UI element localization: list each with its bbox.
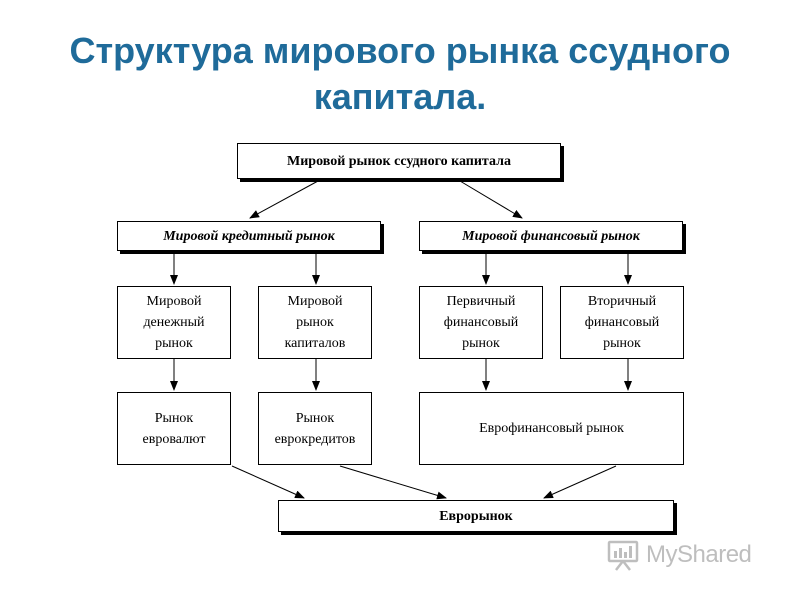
credit-market-box: Мировой кредитный рынок — [117, 221, 381, 251]
capital-market-box: Мировой рынок капиталов — [258, 286, 372, 359]
secondary-market-box: Вторичный финансовый рынок — [560, 286, 684, 359]
arrow-root-to-financial — [459, 180, 523, 219]
credit-market-label: Мировой кредитный рынок — [163, 228, 335, 244]
capital-market-line-3: капиталов — [284, 336, 346, 351]
euromarket-label: Еврорынок — [439, 508, 513, 524]
money-market-line-1: Мировой — [146, 294, 202, 309]
primary-market-line-1: Первичный — [446, 294, 516, 309]
secondary-market-line-3: рынок — [603, 336, 641, 351]
root-box: Мировой рынок ссудного капитала — [237, 143, 561, 179]
eurofinancial-market-label: Еврофинансовый рынок — [479, 421, 624, 436]
slide-title-line-2: капитала. — [313, 76, 487, 117]
arrow-root-to-credit — [249, 180, 319, 219]
watermark: MyShared — [606, 538, 752, 572]
financial-market-box: Мировой финансовый рынок — [419, 221, 683, 251]
eurocredit-market-box: Рынок еврокредитов — [258, 392, 372, 465]
money-market-box: Мировой денежный рынок — [117, 286, 231, 359]
financial-market-label: Мировой финансовый рынок — [462, 228, 640, 244]
eurocurrency-market-box: Рынок евровалют — [117, 392, 231, 465]
eurocredit-market-line-2: еврокредитов — [274, 431, 356, 447]
arrow-eurocredit-to-euromarket — [339, 465, 447, 500]
eurocredit-market-line-1: Рынок — [295, 410, 335, 426]
presentation-board-icon — [607, 540, 639, 571]
root-label: Мировой рынок ссудного капитала — [287, 153, 511, 169]
capital-market-line-1: Мировой — [287, 294, 343, 309]
primary-market-box: Первичный финансовый рынок — [419, 286, 543, 359]
money-market-line-2: денежный — [143, 315, 205, 330]
secondary-market-line-1: Вторичный — [587, 294, 657, 309]
primary-market-line-2: финансовый — [443, 315, 519, 330]
euromarket-box: Еврорынок — [278, 500, 674, 532]
capital-market-line-2: рынок — [296, 315, 334, 330]
eurocurrency-market-line-2: евровалют — [142, 431, 206, 447]
slide-title: Структура мирового рынка ссудного капита… — [0, 28, 800, 120]
primary-market-line-3: рынок — [462, 336, 500, 351]
slide-title-line-1: Структура мирового рынка ссудного — [69, 30, 731, 71]
eurocurrency-market-line-1: Рынок — [154, 410, 194, 426]
arrow-eurofinancial-to-euromarket — [543, 465, 617, 499]
secondary-market-line-2: финансовый — [584, 315, 660, 330]
arrow-eurocurrency-to-euromarket — [231, 465, 305, 499]
watermark-text: MyShared — [646, 541, 752, 568]
money-market-line-3: рынок — [155, 336, 193, 351]
eurofinancial-market-box: Еврофинансовый рынок — [419, 392, 684, 465]
